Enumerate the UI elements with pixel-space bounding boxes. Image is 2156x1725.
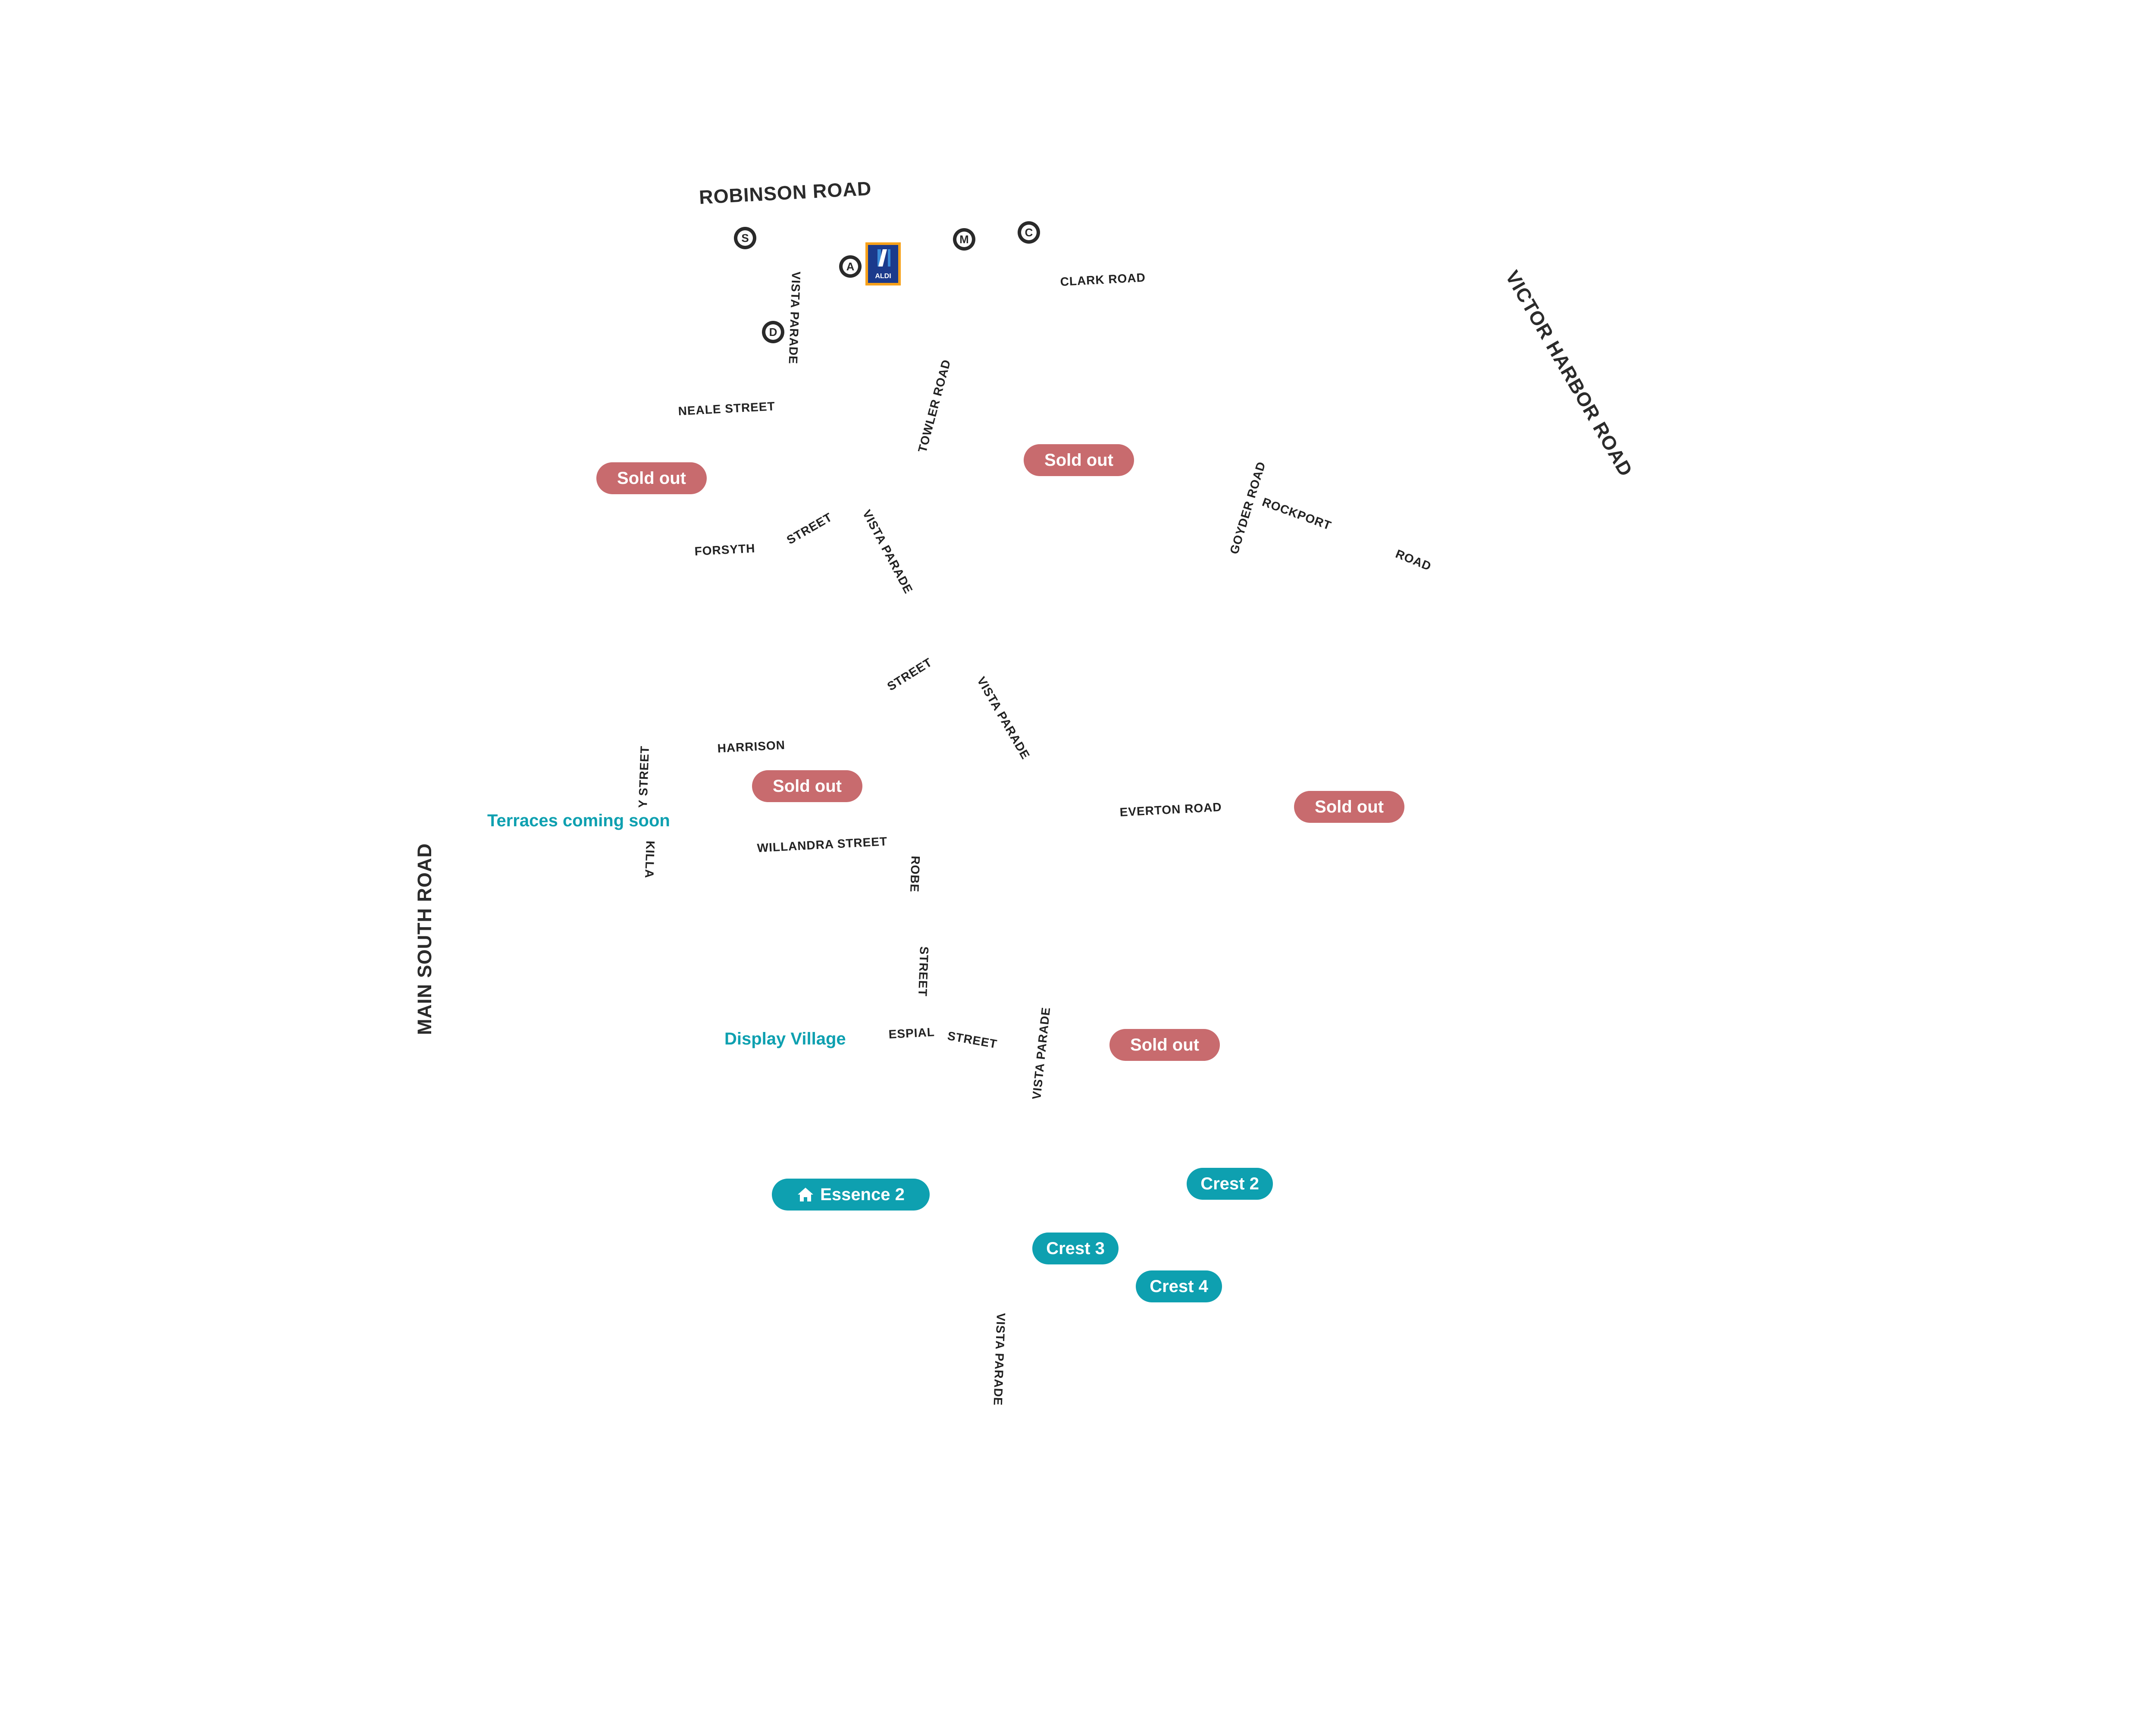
- road-label-everton: EVERTON ROAD: [1119, 800, 1222, 819]
- sold-out-badge[interactable]: Sold out: [1109, 1029, 1220, 1061]
- essence-2-label: Essence 2: [820, 1185, 905, 1204]
- road-label-vista-parade-mid: VISTA PARADE: [860, 508, 915, 596]
- road-label-forsyth-street: STREET: [784, 510, 835, 547]
- essence-2-home-button[interactable]: Essence 2: [772, 1179, 930, 1211]
- crest-3-home-button[interactable]: Crest 3: [1032, 1233, 1119, 1264]
- road-label-killara: KILLA: [642, 840, 657, 879]
- aldi-logo-icon: ALDI: [865, 242, 901, 285]
- road-label-main-south: MAIN SOUTH ROAD: [414, 843, 436, 1035]
- poi-s-icon: S: [734, 227, 756, 249]
- road-label-victor-harbor: VICTOR HARBOR ROAD: [1501, 267, 1637, 480]
- road-label-robe-street: STREET: [915, 946, 931, 997]
- poi-d-icon: D: [762, 321, 784, 343]
- house-icon: [798, 1188, 814, 1201]
- aldi-logo-text: ALDI: [875, 273, 891, 280]
- road-label-rockport-road: ROAD: [1394, 547, 1433, 574]
- terraces-coming-soon-label[interactable]: Terraces coming soon: [487, 811, 670, 830]
- road-label-towler: TOWLER ROAD: [915, 358, 953, 454]
- road-label-vista-parade-bottom: VISTA PARADE: [991, 1312, 1008, 1406]
- crest-2-home-button[interactable]: Crest 2: [1187, 1168, 1273, 1200]
- sold-out-badge[interactable]: Sold out: [1294, 791, 1404, 823]
- road-label-vista-parade-north: VISTA PARADE: [786, 271, 803, 365]
- sold-out-badge[interactable]: Sold out: [752, 770, 862, 802]
- aldi-logo-mark: [877, 249, 890, 267]
- display-village-label[interactable]: Display Village: [724, 1029, 846, 1048]
- road-label-willandra: WILLANDRA STREET: [756, 834, 888, 855]
- road-label-rockport: ROCKPORT: [1260, 495, 1333, 533]
- road-label-espial: ESPIAL: [888, 1025, 935, 1041]
- road-label-harrison-street: STREET: [884, 655, 935, 693]
- road-label-neale: NEALE STREET: [677, 399, 776, 418]
- sold-out-badge[interactable]: Sold out: [596, 462, 707, 494]
- road-label-killara-street: Y STREET: [636, 745, 652, 809]
- road-label-robe: ROBE: [908, 855, 922, 893]
- road-label-espial-street: STREET: [946, 1029, 999, 1051]
- sold-out-badge[interactable]: Sold out: [1024, 444, 1134, 476]
- crest-4-home-button[interactable]: Crest 4: [1136, 1270, 1222, 1302]
- poi-a-icon: A: [839, 255, 862, 278]
- poi-m-icon: M: [953, 228, 975, 251]
- road-label-forsyth: FORSYTH: [694, 541, 756, 558]
- road-label-robinson: ROBINSON ROAD: [698, 177, 872, 208]
- road-label-vista-parade-lower: VISTA PARADE: [1030, 1006, 1053, 1101]
- road-label-vista-parade-south: VISTA PARADE: [974, 674, 1033, 762]
- road-label-clark: CLARK ROAD: [1059, 270, 1146, 289]
- poi-c-icon: C: [1018, 221, 1040, 244]
- road-label-harrison: HARRISON: [717, 738, 786, 755]
